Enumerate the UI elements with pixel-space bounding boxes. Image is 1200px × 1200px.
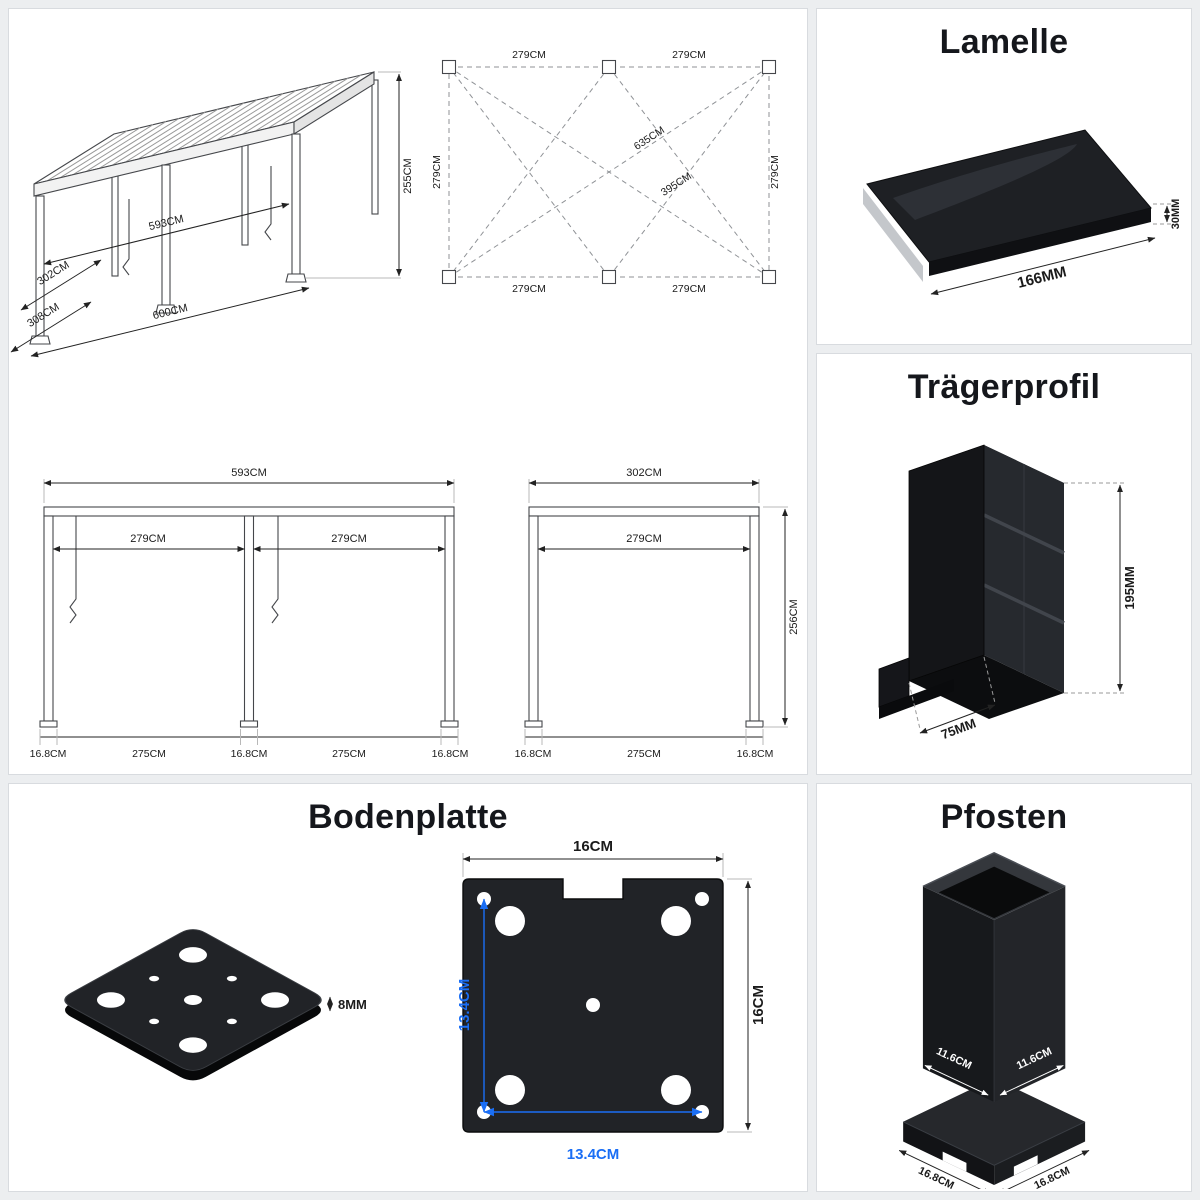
plan-dimensions: 279CM 279CM 279CM 279CM 279CM 279CM 635C… xyxy=(431,49,781,295)
front-b5-label: 16.8CM xyxy=(432,748,469,760)
lamelle-thickness-label: 30MM xyxy=(1170,199,1182,230)
plan-diag-long-label: 635CM xyxy=(632,124,667,153)
bodenplatte-height-label: 16CM xyxy=(750,985,767,1025)
plan-diag-short-label: 395CM xyxy=(659,170,694,199)
front-bay-right-label: 279CM xyxy=(331,533,366,545)
louver-blade xyxy=(863,129,1152,282)
side-bay-label: 279CM xyxy=(626,533,661,545)
side-total-label: 302CM xyxy=(626,467,661,479)
plan-top-right-label: 279CM xyxy=(672,49,706,61)
pfosten-drawing: 11.6CM 11.6CM 16.8CM 16.8CM xyxy=(898,852,1090,1189)
iso-pergola-drawing: 255CM 593CM 600CM 302CM 308CM xyxy=(10,71,414,358)
plan-grid xyxy=(448,66,770,278)
front-bay-left-label: 279CM xyxy=(130,533,165,545)
bodenplatte-pitch-h-label: 13.4CM xyxy=(567,1146,620,1163)
front-elevation-drawing: 593CM 279CM 279CM 16.8CM 275CM 16.8CM 27… xyxy=(30,467,469,760)
front-b1-label: 16.8CM xyxy=(30,748,67,760)
front-total-label: 593CM xyxy=(231,467,266,479)
lamelle-width-label: 166MM xyxy=(1016,263,1069,292)
traegerprofil-title: Trägerprofil xyxy=(907,368,1101,406)
side-b1-label: 16.8CM xyxy=(515,748,552,760)
front-crank-left xyxy=(69,516,77,624)
bodenplatte-width-label: 16CM xyxy=(573,838,613,855)
traegerprofil-drawing: 195MM 75MM xyxy=(878,444,1137,742)
iso-roof-louvers xyxy=(46,74,362,182)
plan-post-anchors xyxy=(441,59,777,285)
bodenplatte-pitch-v-label: 13.4CM xyxy=(456,979,473,1032)
lamelle-drawing: 30MM 166MM xyxy=(863,129,1182,296)
plan-bottom-left-label: 279CM xyxy=(512,283,546,295)
side-b3-label: 16.8CM xyxy=(737,748,774,760)
bodenplatte-panel: Bodenplatte 8MM xyxy=(8,783,808,1192)
side-height-label: 256CM xyxy=(788,599,800,634)
traegerprofil-panel: Trägerprofil 195MM 75MM xyxy=(816,353,1192,775)
front-structure xyxy=(39,506,459,728)
bodenplatte-iso-view: 8MM xyxy=(64,929,367,1081)
front-b2-label: 275CM xyxy=(132,748,166,760)
iso-roof xyxy=(33,71,375,197)
pfosten-panel: Pfosten 11.6CM 11.6CM 16.8CM 16.8CM xyxy=(816,783,1192,1192)
plan-bottom-right-label: 279CM xyxy=(672,283,706,295)
side-elevation-drawing: 302CM 279CM 256CM 16.8CM 275CM 16.8CM xyxy=(515,467,800,760)
front-dimensions: 593CM 279CM 279CM 16.8CM 275CM 16.8CM 27… xyxy=(30,467,469,760)
bodenplatte-thickness-label: 8MM xyxy=(338,997,367,1012)
side-dimensions: 302CM 279CM 256CM 16.8CM 275CM 16.8CM xyxy=(515,467,800,760)
iso-crank-handles xyxy=(122,166,272,276)
lamelle-panel: Lamelle 30MM 166MM xyxy=(816,8,1192,345)
front-crank-right xyxy=(271,516,279,624)
plan-top-left-label: 279CM xyxy=(512,49,546,61)
bodenplatte-title: Bodenplatte xyxy=(308,798,508,836)
traegerprofil-depth-label: 75MM xyxy=(939,715,978,742)
traegerprofil-height-label: 195MM xyxy=(1122,566,1137,609)
lamelle-title: Lamelle xyxy=(939,23,1069,61)
front-b3-label: 16.8CM xyxy=(231,748,268,760)
technical-drawings-panel: 255CM 593CM 600CM 302CM 308CM xyxy=(8,8,808,775)
pfosten-title: Pfosten xyxy=(940,798,1068,836)
beam-profile xyxy=(878,444,1065,719)
iso-height-label: 255CM xyxy=(402,158,414,193)
bodenplatte-top-view: 16CM 16CM 13.4CM 13.4CM xyxy=(456,838,767,1163)
plan-view-drawing: 279CM 279CM 279CM 279CM 279CM 279CM 635C… xyxy=(431,49,781,295)
plan-left-label: 279CM xyxy=(431,155,443,189)
post-tube xyxy=(922,852,1066,1102)
front-b4-label: 275CM xyxy=(332,748,366,760)
side-b2-label: 275CM xyxy=(627,748,661,760)
plan-right-label: 279CM xyxy=(769,155,781,189)
bodenplatte-drawing: 8MM 16CM 16CM 13.4CM 13.4CM xyxy=(64,838,767,1163)
side-structure xyxy=(524,506,764,728)
